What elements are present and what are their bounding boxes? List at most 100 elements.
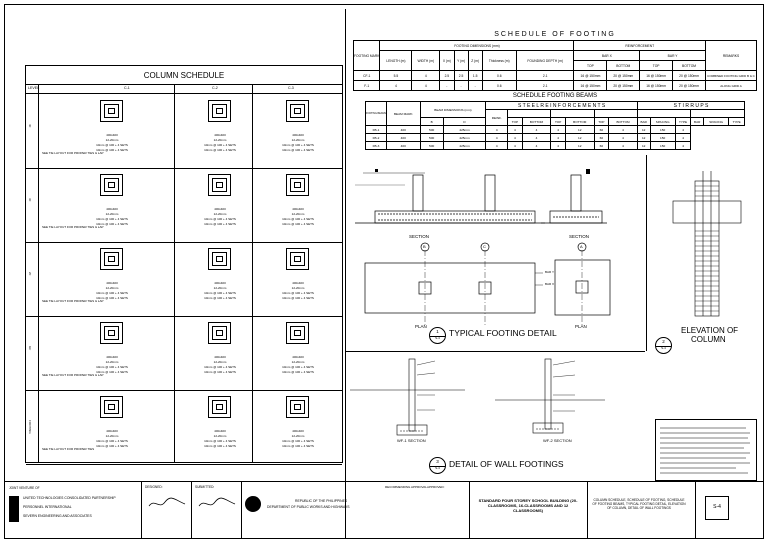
c3-header: C-3: [288, 86, 294, 90]
row-level: 2F: [28, 272, 32, 276]
cell: 500: [419, 141, 444, 150]
cell: 4: [507, 141, 523, 150]
cell: 4: [507, 133, 523, 142]
column-spec-size: 400x400: [292, 133, 304, 137]
cell: 4: [521, 141, 552, 150]
y-header: Y (m): [453, 50, 469, 71]
column-spec-main: 12-20mm: [213, 138, 227, 142]
cell: 16 @ 150mm: [573, 70, 608, 81]
cell: 4: [550, 133, 566, 142]
cell: 4: [608, 125, 638, 134]
column-spec-ties1: 10mm @ 100 + 4 SETS: [282, 439, 314, 443]
row-note: SEE TIE LAYOUT FOR PROPER TIES & LAP: [42, 225, 104, 229]
wall-footings-title: DETAIL OF WALL FOOTINGS: [449, 459, 564, 469]
row-note: SEE TIE LAYOUT FOR PROPER TIES: [42, 447, 95, 451]
elevation-title-line1: ELEVATION OF: [681, 326, 739, 335]
plan-label-2: PLAN: [575, 324, 587, 329]
firm-1: UNITED TECHNOLOGIES CONSOLIDATED PARTNER…: [23, 496, 116, 500]
cell: 4: [485, 141, 509, 150]
column-spec-ties1: 10mm @ 100 + 4 SETS: [96, 365, 128, 369]
firm-logo: [9, 496, 19, 522]
signature-2: [198, 497, 236, 507]
row-level: 4F: [28, 124, 32, 128]
column-spec-size: 400x400: [214, 355, 226, 359]
sheet-number-box: S-4: [705, 496, 729, 520]
cell: 4: [674, 125, 692, 134]
cell: 0.6: [481, 70, 517, 81]
cell: 60: [593, 141, 610, 150]
top-header: TOP: [550, 117, 566, 126]
cell: 12: [564, 125, 595, 134]
cell: 20 @ 150mm: [606, 70, 641, 81]
spacing-header: SPACING: [703, 117, 730, 126]
cell: ALONG GRID A: [705, 80, 757, 91]
cell: FB-1: [365, 125, 387, 134]
column-spec-ties1: 10mm @ 100 + 4 SETS: [204, 143, 236, 147]
column-schedule-title: COLUMN SCHEDULE: [143, 71, 225, 80]
beam-mark-header: BEAM MARK: [385, 101, 421, 126]
signature-1: [148, 497, 186, 507]
midspan-header: [550, 109, 595, 118]
column-section: [208, 322, 231, 344]
column-section: [286, 396, 309, 418]
cell: 4: [411, 70, 441, 81]
column-spec-ties2: 10mm @ 100 + 4 SETS: [204, 222, 236, 226]
firm-3: SEVERN ENGINEERING AND ASSOCIATES: [23, 514, 92, 518]
bottom-header: BOTTOM: [672, 60, 706, 71]
column-section: [286, 322, 309, 344]
cell: 16 @ 150mm: [639, 80, 674, 91]
elevation-title-line2: COLUMN: [691, 335, 726, 344]
column-spec-ties1: 10mm @ 100 + 4 SETS: [96, 143, 128, 147]
cell: 500: [419, 125, 444, 134]
spacing-header: SPACING: [649, 117, 676, 126]
group-label: FOOTING BEAMS: [365, 101, 387, 126]
column-spec-size: 400x400: [106, 355, 118, 359]
column-section: [208, 248, 231, 270]
type-header: TYPE: [728, 117, 745, 126]
cell: -: [453, 80, 469, 91]
project-title: STANDARD FOUR STOREY SCHOOL BUILDING (20…: [478, 498, 578, 513]
cell: 4: [485, 133, 509, 142]
cell: 12: [636, 141, 651, 150]
sheet-ref: S-4: [435, 336, 440, 340]
cell: 0.6: [481, 80, 517, 91]
cell: FB-2: [365, 133, 387, 142]
wf2-section-label: WF-2 SECTION: [543, 438, 572, 443]
column-spec-ties2: 10mm @ 100 + 4 SETS: [96, 222, 128, 226]
bar-header: BAR: [690, 117, 705, 126]
column-section: [100, 100, 123, 122]
cell: 2.1: [515, 80, 575, 91]
column-section: [100, 322, 123, 344]
reinf-header: REINF.: [485, 109, 509, 126]
steel-header: S T E E L R E I N F O R C E M E N T S: [485, 101, 638, 110]
cell: 150: [649, 133, 676, 142]
cell: 20 @ 150mm: [606, 80, 641, 91]
z-header: Z (m): [467, 50, 483, 71]
column-elevation-drawing: [672, 171, 742, 317]
reinforcement-header: REINFORCEMENT: [573, 40, 706, 51]
cell: FB-3: [365, 141, 387, 150]
row-note: SEE TIE LAYOUT FOR PROPER TIES & LAP: [42, 151, 104, 155]
cell: 400: [385, 133, 421, 142]
column-spec-ties1: 10mm @ 100 + 4 SETS: [204, 291, 236, 295]
column-spec-main: 12-20mm: [105, 434, 119, 438]
cell: 425mm: [442, 133, 487, 142]
sheet-number: S-4: [713, 504, 721, 510]
column-section: [286, 248, 309, 270]
c1-header: C-1: [124, 86, 130, 90]
column-section: [100, 396, 123, 418]
column-spec-main: 12-20mm: [291, 360, 305, 364]
cell: COMBINED FOOTING GRID B & C: [705, 70, 757, 81]
cell: 500: [419, 133, 444, 142]
cell: 4: [674, 141, 692, 150]
cell: 150: [649, 125, 676, 134]
cell: 20 @ 150mm: [672, 70, 706, 81]
bar-y-header: BAR Y: [639, 50, 706, 61]
cell: 5.5: [379, 70, 413, 81]
column-spec-ties2: 10mm @ 100 + 4 SETS: [204, 148, 236, 152]
top-header: TOP: [639, 60, 674, 71]
cell: 4: [485, 125, 509, 134]
cell: CF-1: [352, 70, 381, 81]
d-header: D: [442, 117, 487, 126]
column-spec-main: 12-20mm: [291, 286, 305, 290]
